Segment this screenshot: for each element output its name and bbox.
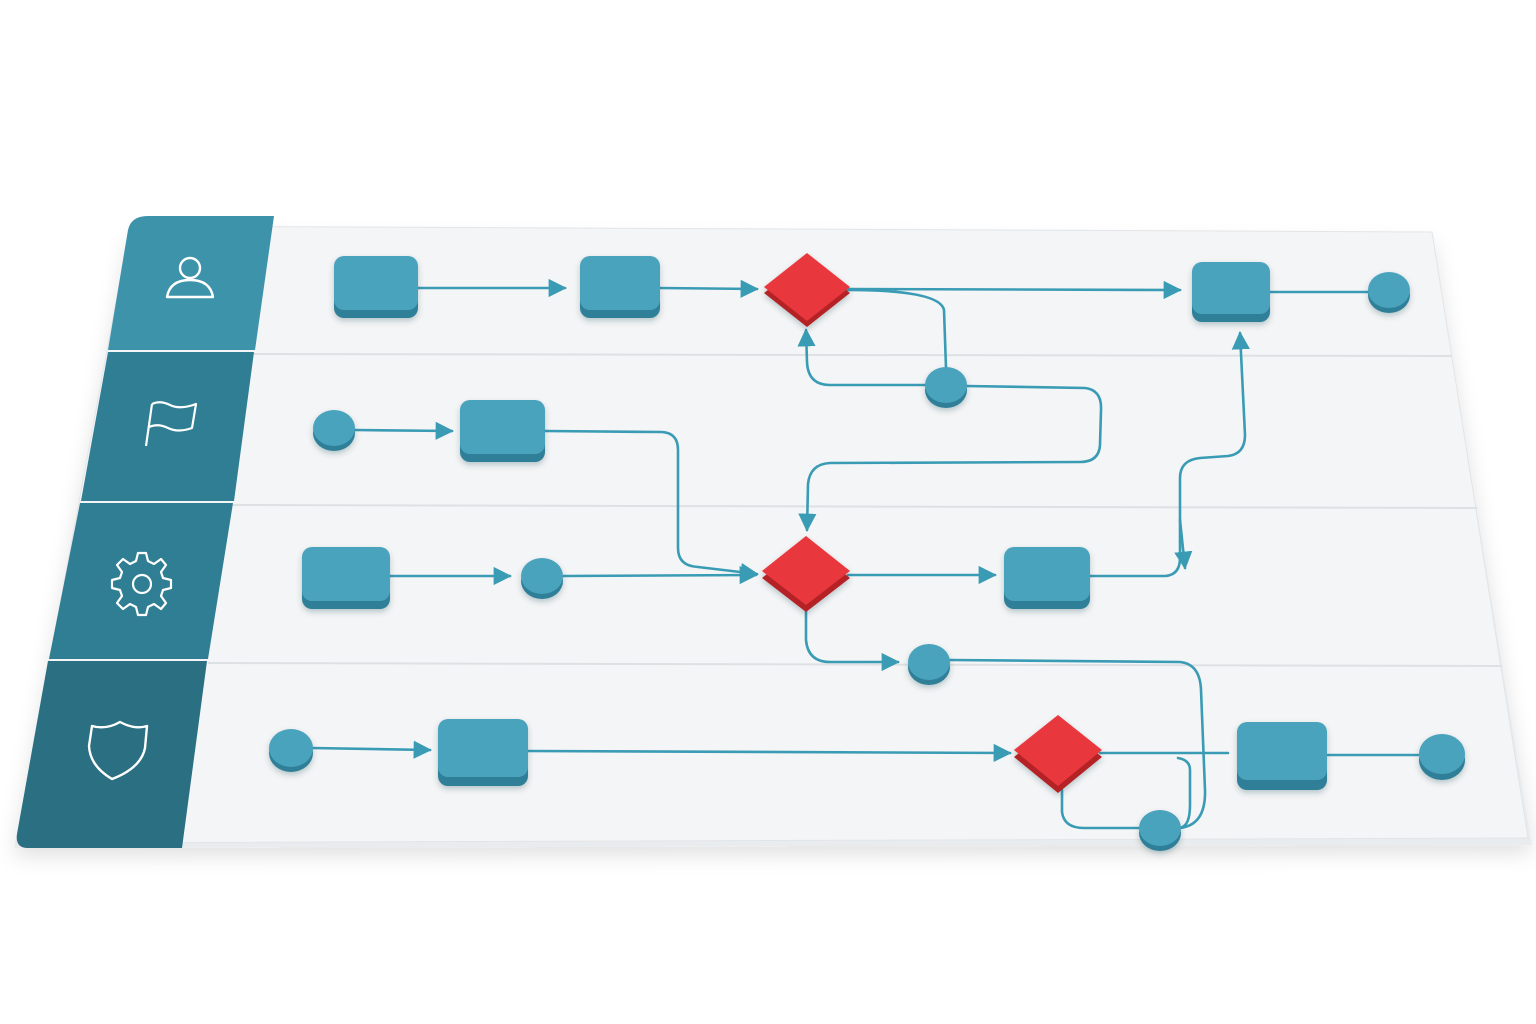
edge-d1-c1 xyxy=(845,288,948,370)
task-node[interactable] xyxy=(1237,722,1327,790)
decision-node[interactable] xyxy=(762,536,850,612)
connector-node[interactable] xyxy=(925,367,967,408)
edge-d1-n3 xyxy=(845,280,1182,300)
lane-divider xyxy=(207,662,1503,667)
lane-header-user[interactable] xyxy=(108,216,274,350)
connectors xyxy=(310,278,1420,830)
decision-node[interactable] xyxy=(1014,715,1102,793)
lane-header-flag[interactable] xyxy=(81,352,254,501)
connector-node[interactable] xyxy=(521,558,563,599)
board xyxy=(14,225,1532,848)
user-icon xyxy=(165,256,215,299)
edge-c4-loop xyxy=(1176,756,1192,830)
lane-header-security[interactable] xyxy=(16,661,207,848)
flag-icon xyxy=(144,401,198,447)
task-node[interactable] xyxy=(1192,262,1270,322)
task-node[interactable] xyxy=(580,256,660,318)
edge-s4-n7 xyxy=(310,740,432,759)
edge-n4-d2 xyxy=(543,429,759,582)
gear-icon xyxy=(110,551,173,617)
lane-divider xyxy=(252,353,1453,357)
end-event-node[interactable] xyxy=(1419,734,1465,780)
start-event-node[interactable] xyxy=(269,729,313,772)
lane-headers xyxy=(16,216,274,848)
edge-c3-d3 xyxy=(948,658,1207,830)
edge-s2-n4 xyxy=(353,421,454,440)
task-node[interactable] xyxy=(334,256,418,318)
edge-c2-d2 xyxy=(561,565,758,585)
edge-d2-c3 xyxy=(804,606,900,672)
lane-divider xyxy=(232,504,1478,509)
edge-n2-d1 xyxy=(658,279,759,298)
task-node[interactable] xyxy=(460,400,545,462)
edge-c1-d1 xyxy=(797,328,928,387)
edge-n7-d3 xyxy=(525,743,1012,763)
lane-header-settings[interactable] xyxy=(49,503,233,659)
decision-node[interactable] xyxy=(764,253,850,327)
edge-d3-c4 xyxy=(1060,788,1142,830)
end-event-node[interactable] xyxy=(1368,272,1410,313)
task-node[interactable] xyxy=(438,719,528,786)
task-node[interactable] xyxy=(302,547,390,609)
edge-n6-branch xyxy=(1174,518,1193,570)
nodes xyxy=(269,253,1465,851)
edge-c1-d2 xyxy=(798,384,1103,532)
shield-icon xyxy=(87,720,149,781)
edge-n6-n3 xyxy=(1088,331,1250,578)
connector-node[interactable] xyxy=(1139,810,1181,851)
connector-node[interactable] xyxy=(908,644,950,685)
task-node[interactable] xyxy=(1004,547,1090,609)
start-event-node[interactable] xyxy=(313,410,355,451)
